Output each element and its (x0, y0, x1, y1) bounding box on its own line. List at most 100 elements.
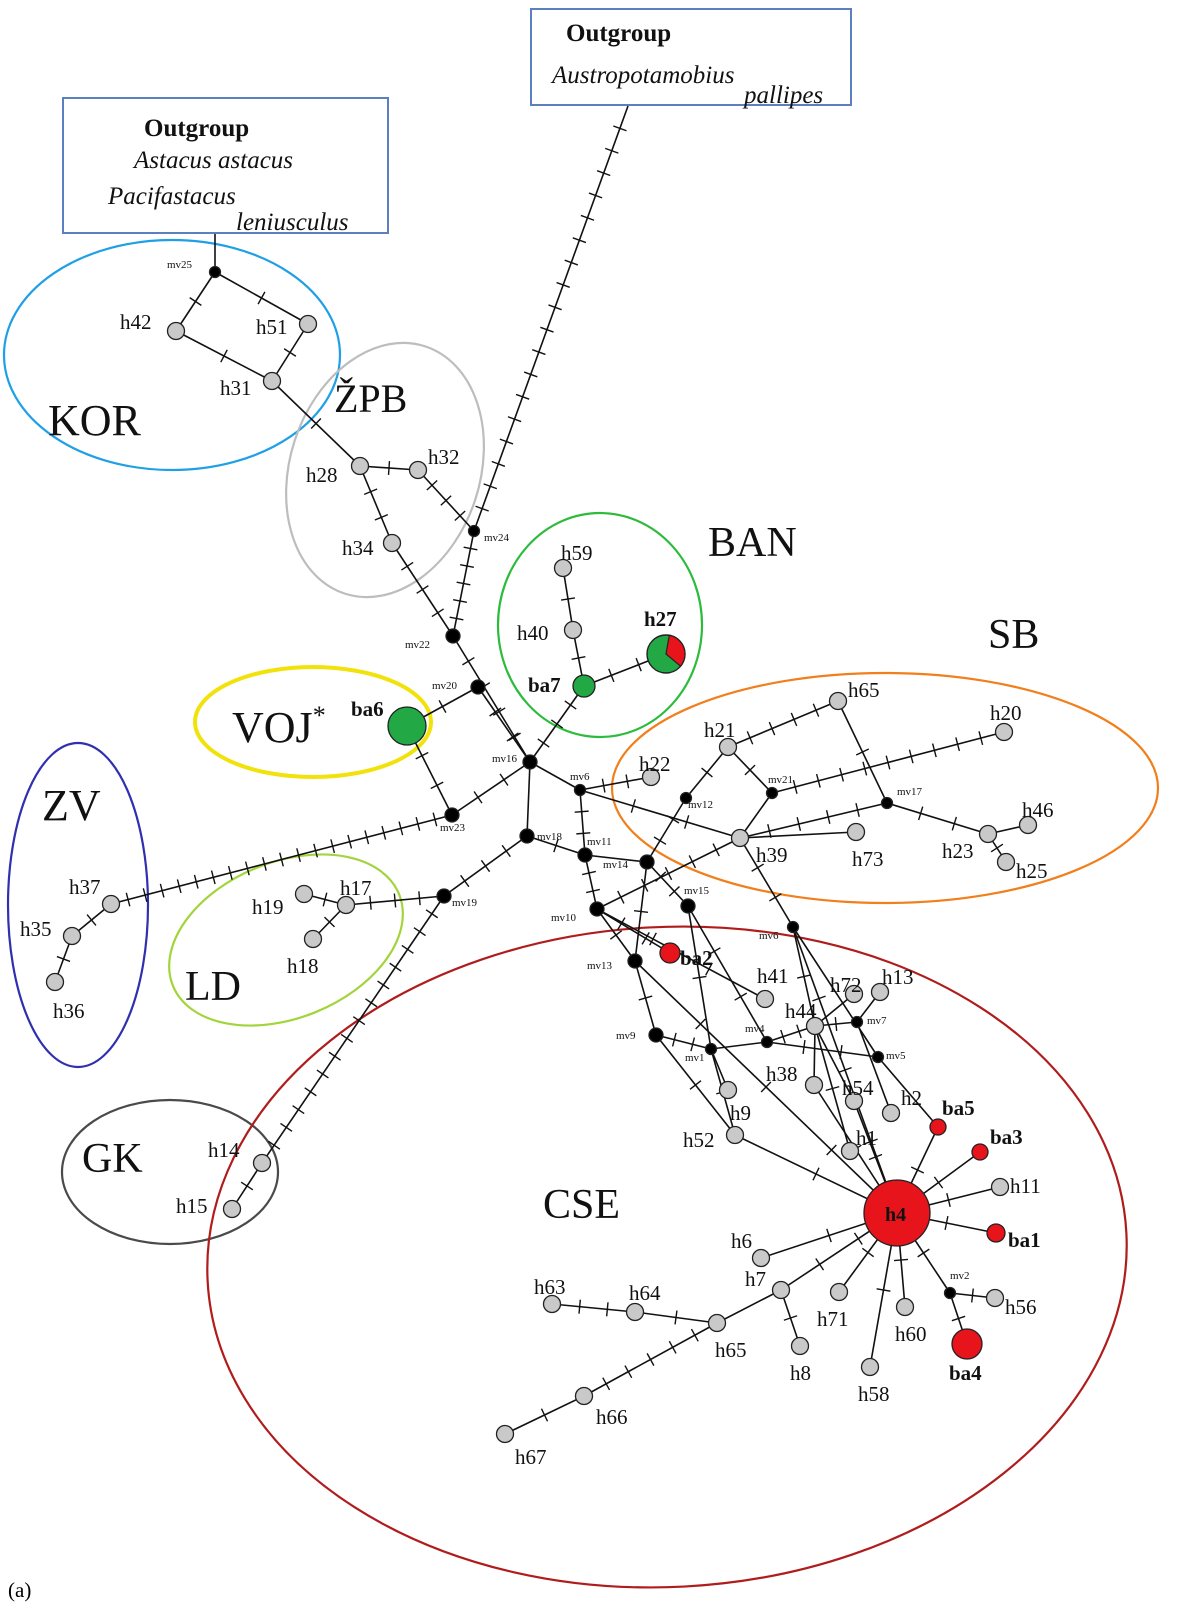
node-label-h72: h72 (830, 973, 862, 997)
mutation-tick (853, 1232, 863, 1245)
node-label-h38: h38 (766, 1062, 798, 1086)
node-label-ba1: ba1 (1008, 1228, 1041, 1252)
node-h22 (641, 767, 661, 787)
node-label-h65: h65 (715, 1338, 747, 1362)
mutation-tick (586, 888, 600, 894)
node-label-h64: h64 (629, 1281, 661, 1305)
mutation-tick (483, 483, 498, 490)
edge-h39-mv21 (739, 792, 773, 839)
edge-mv6a-h22 (579, 776, 652, 791)
node-mv15 (680, 898, 696, 914)
mutation-tick (613, 125, 627, 132)
node-label-ba3: ba3 (990, 1125, 1023, 1149)
mutation-tick (462, 656, 475, 666)
mutation-tick (640, 878, 649, 892)
edge-h39-h73 (739, 831, 857, 839)
mutation-tick (463, 546, 478, 551)
edge-mv11-mv14 (584, 854, 648, 863)
mutation-tick (695, 1018, 706, 1030)
node-mv1 (704, 1042, 718, 1056)
mutation-tick (690, 1328, 699, 1342)
mutation-tick (689, 1080, 702, 1090)
edge-h44-h54 (814, 1025, 855, 1102)
node-h6 (751, 1248, 771, 1268)
mutation-tick (459, 563, 475, 569)
mutation-tick (456, 581, 471, 586)
node-mv17 (880, 796, 894, 810)
mutation-tick (783, 1315, 798, 1321)
edge-mv11-mv10 (584, 854, 598, 910)
node-label-mv25: mv25 (167, 259, 193, 271)
mutation-tick (431, 608, 444, 618)
mutation-tick (655, 871, 667, 882)
node-label-h13: h13 (882, 965, 914, 989)
mutation-tick (387, 460, 391, 476)
node-label-h37: h37 (69, 875, 101, 899)
mutation-tick (316, 1069, 329, 1079)
mutation-tick (159, 883, 165, 898)
node-ba7 (572, 674, 596, 698)
mutation-tick (933, 1176, 944, 1189)
group-ellipse-gk (60, 1098, 280, 1246)
node-label-h66: h66 (596, 1405, 628, 1429)
group-label-zpb: ŽPB (334, 376, 407, 421)
mutation-tick (751, 863, 765, 872)
mutation-tick (532, 349, 546, 356)
mutation-tick (537, 738, 550, 748)
mutation-tick (365, 998, 378, 1008)
node-mv7 (850, 1015, 864, 1029)
node-mv19 (436, 888, 452, 904)
edge-mv17-h23 (886, 802, 989, 835)
mutation-tick (125, 892, 131, 907)
mutation-tick (244, 861, 250, 876)
mutation-tick (381, 825, 387, 840)
node-label-h11: h11 (1010, 1174, 1041, 1198)
mutation-tick (582, 870, 596, 876)
node-label-h4: h4 (885, 1204, 906, 1226)
node-h66 (574, 1386, 594, 1406)
mutation-tick (576, 832, 591, 835)
node-h51 (298, 314, 318, 334)
mutation-tick (540, 326, 554, 333)
node-label-h2: h2 (901, 1086, 922, 1110)
mutation-tick (861, 1247, 875, 1258)
mutation-tick (734, 992, 748, 1001)
node-label-mv15: mv15 (684, 885, 710, 897)
node-h1 (840, 1141, 860, 1161)
mutation-tick (340, 1033, 354, 1043)
mutation-tick (176, 879, 182, 894)
mutation-tick (812, 703, 820, 717)
node-label-h60: h60 (895, 1322, 927, 1346)
mutation-tick (638, 995, 653, 1001)
node-mv6 (786, 920, 800, 934)
mutation-tick (712, 843, 720, 857)
node-label-h52: h52 (683, 1128, 715, 1152)
mutation-tick (426, 480, 438, 491)
node-label-h21: h21 (704, 718, 736, 742)
node-label-h18: h18 (287, 954, 319, 978)
mutation-tick (571, 655, 586, 661)
mutation-tick (210, 870, 216, 885)
node-label-mv20: mv20 (432, 680, 458, 692)
node-label-h36: h36 (53, 999, 85, 1023)
mutation-tick (548, 304, 562, 311)
node-h64 (625, 1302, 645, 1322)
node-label-h15: h15 (176, 1194, 208, 1218)
mutation-tick (768, 721, 776, 736)
node-label-h28: h28 (306, 463, 338, 487)
mutation-tick (377, 980, 390, 990)
mutation-tick (540, 1408, 549, 1422)
group-label-kor: KOR (48, 396, 142, 445)
edge-h64-h63 (551, 1303, 636, 1313)
outgroup-species-2b: pallipes (744, 82, 824, 109)
node-label-mv10: mv10 (551, 912, 577, 924)
node-label-ba7: ba7 (528, 673, 561, 697)
node-label-h8: h8 (790, 1361, 811, 1385)
node-mv20 (470, 679, 486, 695)
edge-mv17-h39 (739, 802, 888, 839)
mutation-tick (220, 349, 228, 363)
node-h8 (790, 1336, 810, 1356)
node-label-mv5: mv5 (886, 1050, 906, 1062)
node-label-h63: h63 (534, 1275, 566, 1299)
